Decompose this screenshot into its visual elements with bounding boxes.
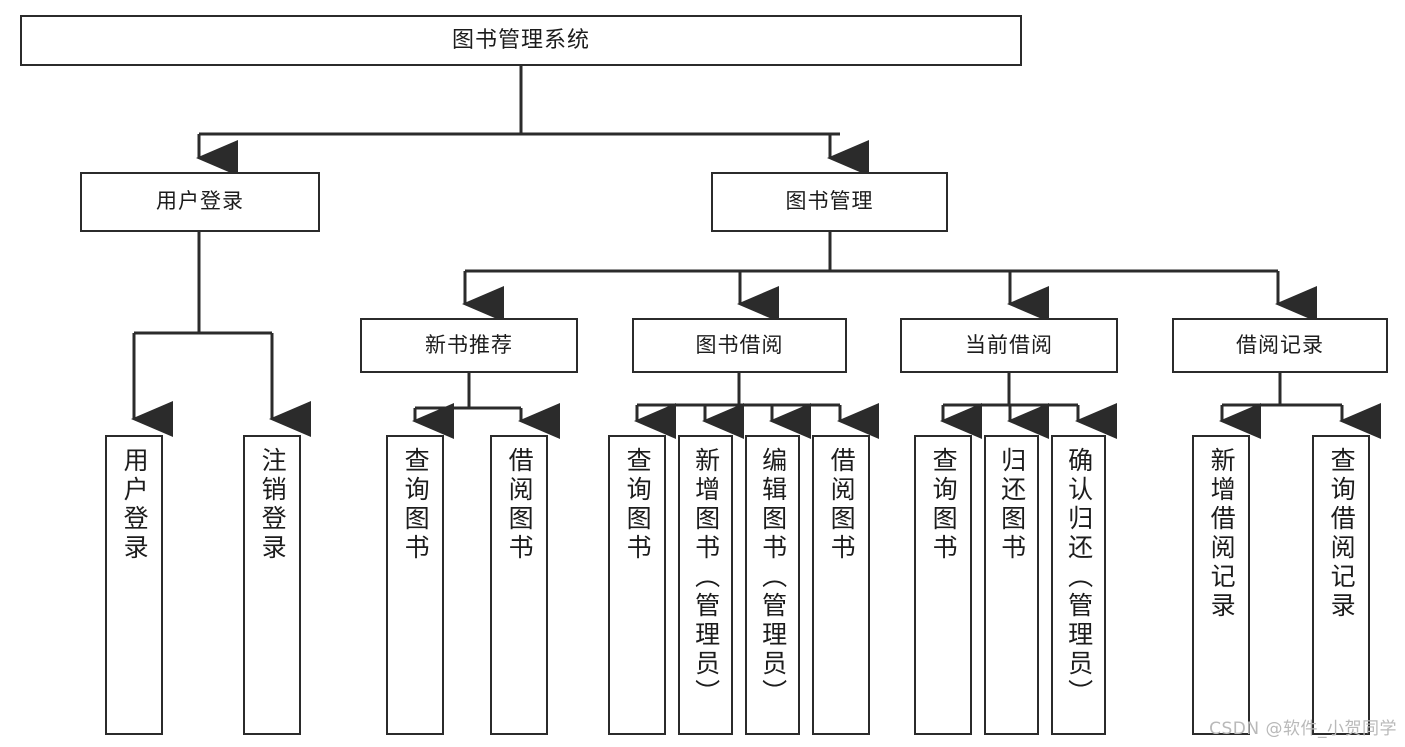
leaf-borrow-record-query[interactable]: 查询借阅记录 [1312,435,1370,735]
leaf-user-login-login[interactable]: 用户登录 [105,435,163,735]
node-label: 查询图书 [401,447,431,563]
leaf-new-book-query[interactable]: 查询图书 [386,435,444,735]
node-label: 借阅图书 [505,447,535,563]
node-new-book-recommend[interactable]: 新书推荐 [360,318,578,373]
node-label: 图书管理系统 [451,27,590,53]
leaf-book-borrow-query[interactable]: 查询图书 [608,435,666,735]
node-label: 新增图书（管理员） [691,447,721,708]
node-label: 用户登录 [120,447,150,563]
leaf-current-borrow-confirm-return[interactable]: 确认归还（管理员） [1051,435,1106,735]
node-user-login[interactable]: 用户登录 [80,172,320,232]
node-book-borrow[interactable]: 图书借阅 [632,318,847,373]
node-label: 查询图书 [929,447,959,563]
leaf-borrow-record-add[interactable]: 新增借阅记录 [1192,435,1250,735]
node-label: 新增借阅记录 [1207,447,1237,621]
node-borrow-record[interactable]: 借阅记录 [1172,318,1388,373]
leaf-book-borrow-edit[interactable]: 编辑图书（管理员） [745,435,800,735]
node-current-borrow[interactable]: 当前借阅 [900,318,1118,373]
node-book-management[interactable]: 图书管理 [711,172,948,232]
leaf-current-borrow-query[interactable]: 查询图书 [914,435,972,735]
node-label: 借阅记录 [1236,332,1324,357]
node-label: 确认归还（管理员） [1064,447,1094,708]
leaf-user-login-logout[interactable]: 注销登录 [243,435,301,735]
node-label: 图书管理 [785,189,874,214]
node-label: 当前借阅 [965,332,1053,357]
node-label: 用户登录 [156,189,244,214]
node-label: 借阅图书 [827,447,857,563]
node-label: 注销登录 [258,447,288,563]
node-label: 查询图书 [623,447,653,563]
node-label: 图书借阅 [695,332,784,357]
leaf-new-book-borrow[interactable]: 借阅图书 [490,435,548,735]
leaf-book-borrow-borrow[interactable]: 借阅图书 [812,435,870,735]
node-label: 查询借阅记录 [1327,447,1357,621]
node-label: 编辑图书（管理员） [758,447,788,708]
leaf-current-borrow-return[interactable]: 归还图书 [984,435,1039,735]
node-root-system[interactable]: 图书管理系统 [20,15,1022,66]
node-label: 新书推荐 [425,332,513,357]
leaf-book-borrow-add[interactable]: 新增图书（管理员） [678,435,733,735]
csdn-watermark: CSDN @软件_小贺同学 [1209,719,1397,739]
node-label: 归还图书 [997,447,1027,563]
